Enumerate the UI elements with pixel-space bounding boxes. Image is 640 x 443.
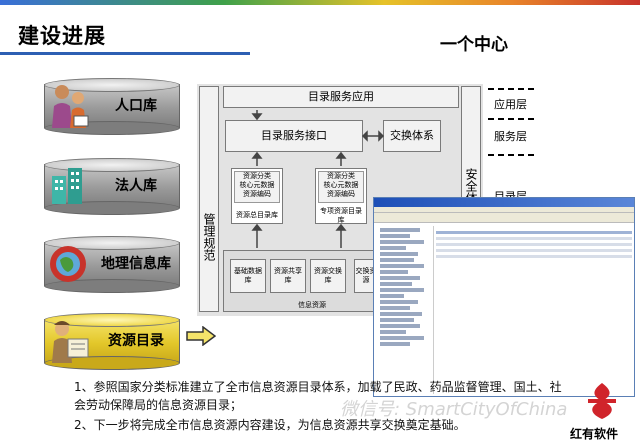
scroll-person-icon: [52, 321, 89, 363]
family-icon: [52, 85, 89, 128]
building-icon: [52, 168, 82, 204]
layer-divider: [488, 154, 534, 156]
left-block-footer: 资源总目录库: [236, 211, 278, 219]
information-resources: 基础数据库 资源共享库 资源交换库 交换资源 信息资源: [223, 250, 399, 312]
arrow-right-icon: [186, 326, 216, 346]
right-block-footer: 专项资源目录库: [320, 207, 362, 224]
database-population[interactable]: 人口库: [44, 78, 180, 135]
title-underline: [0, 52, 250, 55]
center-title: 一个中心: [440, 35, 508, 55]
exchange-database: 资源交换库: [310, 259, 346, 293]
left-block-text: 资源分类 核心元数据 资源编码: [234, 171, 280, 203]
brand-logo-icon: [588, 383, 616, 419]
service-layer-label: 服务层: [494, 130, 527, 143]
catalog-service-interface: 目录服务接口: [225, 120, 363, 152]
layer-divider: [488, 88, 534, 90]
software-screenshot: [373, 197, 635, 397]
description-line-1: 1、参照国家分类标准建立了全市信息资源目录体系，加载了民政、药品监督管理、国土、…: [74, 380, 562, 394]
shared-database: 资源共享库: [270, 259, 306, 293]
special-resource-catalog: 资源分类 核心元数据 资源编码 专项资源目录库: [315, 168, 367, 224]
database-label: 人口库: [115, 98, 157, 114]
page-title: 建设进展: [18, 24, 106, 48]
globe-icon: [50, 246, 86, 282]
resource-master-catalog: 资源分类 核心元数据 资源编码 资源总目录库: [231, 168, 283, 224]
basic-database: 基础数据库: [230, 259, 266, 293]
database-label: 地理信息库: [101, 256, 171, 272]
database-legal-entity[interactable]: 法人库: [44, 158, 180, 215]
description-line-2: 会劳动保障局的信息资源目录；: [74, 398, 243, 412]
diagram-connectors: [251, 110, 385, 248]
database-label: 法人库: [115, 178, 157, 194]
layer-divider: [488, 118, 534, 120]
info-resources-label: 信息资源: [298, 301, 326, 309]
exchange-system: 交换体系: [383, 120, 441, 152]
description-line-3: 2、下一步将完成全市信息资源内容建设，为信息资源共享交换奠定基础。: [74, 418, 466, 432]
database-resource-catalog[interactable]: 资源目录: [44, 313, 180, 370]
top-color-stripe: [0, 0, 640, 5]
brand-name: 红有软件: [570, 427, 619, 441]
catalog-service-app: 目录服务应用: [223, 86, 459, 108]
right-block-text: 资源分类 核心元数据 资源编码: [318, 171, 364, 203]
database-geographic[interactable]: 地理信息库: [44, 236, 180, 293]
application-layer-label: 应用层: [494, 98, 527, 111]
management-spec: 管理规范: [199, 86, 219, 312]
watermark-text: 微信号: SmartCityOfChina: [340, 399, 568, 420]
database-label: 资源目录: [108, 333, 164, 349]
